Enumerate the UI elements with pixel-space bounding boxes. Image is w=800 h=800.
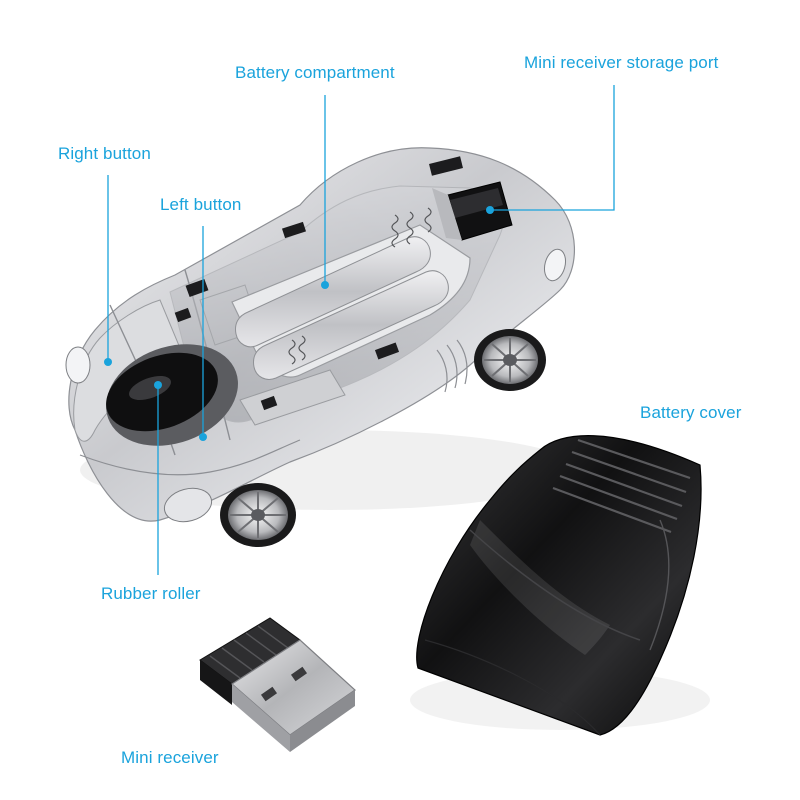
- receiver-storage-port: [432, 181, 513, 241]
- label-right-button: Right button: [58, 144, 151, 163]
- dot-mini-receiver-storage-port: [486, 206, 494, 214]
- dot-rubber-roller: [154, 381, 162, 389]
- usb-mini-receiver: [199, 617, 356, 752]
- dot-right-button: [104, 358, 112, 366]
- label-mini-receiver-storage-port: Mini receiver storage port: [524, 53, 719, 72]
- label-battery-cover: Battery cover: [640, 403, 742, 422]
- label-left-button: Left button: [160, 195, 242, 214]
- leader-mini-receiver-storage-port: [490, 85, 615, 211]
- battery-pair: [235, 207, 449, 380]
- battery-cover-shell: [410, 435, 710, 736]
- rear-wheel: [474, 329, 546, 391]
- label-mini-receiver: Mini receiver: [121, 748, 219, 767]
- front-wheel: [220, 483, 296, 547]
- label-battery-compartment: Battery compartment: [235, 63, 395, 82]
- car-mouse-body: [65, 147, 580, 547]
- dot-battery-compartment: [321, 281, 329, 289]
- rubber-roller-area: [106, 344, 238, 446]
- dot-left-button: [199, 433, 207, 441]
- callout-dots: [104, 206, 494, 441]
- callout-lines: [107, 85, 615, 575]
- label-rubber-roller: Rubber roller: [101, 584, 201, 603]
